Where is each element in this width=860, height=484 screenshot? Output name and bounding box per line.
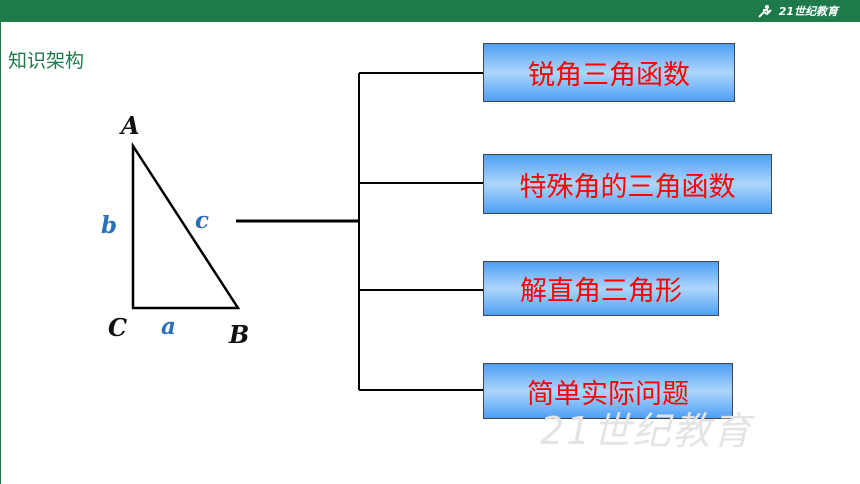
logo-text: 21世纪教育 bbox=[778, 5, 838, 18]
right-triangle bbox=[131, 141, 241, 310]
watermark: 21世纪教育 bbox=[540, 409, 753, 453]
topic-box-special-angle-trig: 特殊角的三角函数 bbox=[483, 154, 772, 214]
vertex-b-label: B bbox=[229, 320, 250, 349]
topic-box-solve-right-triangle: 解直角三角形 bbox=[483, 261, 719, 316]
vertex-c-label: C bbox=[108, 313, 128, 342]
side-a-label: a bbox=[161, 313, 176, 340]
runner-icon bbox=[757, 5, 772, 18]
topic-box-acute-trig-functions: 锐角三角函数 bbox=[483, 43, 735, 102]
brand-logo: 21世纪教育 bbox=[755, 3, 838, 19]
side-b-label: b bbox=[101, 212, 118, 239]
header-bar: 21世纪教育 bbox=[0, 0, 860, 22]
side-c-label: c bbox=[195, 207, 210, 234]
left-border bbox=[0, 22, 1, 484]
vertex-a-label: A bbox=[121, 111, 140, 140]
page-title: 知识架构 bbox=[8, 50, 85, 72]
topic-box-practical-problems: 简单实际问题 bbox=[483, 363, 733, 419]
